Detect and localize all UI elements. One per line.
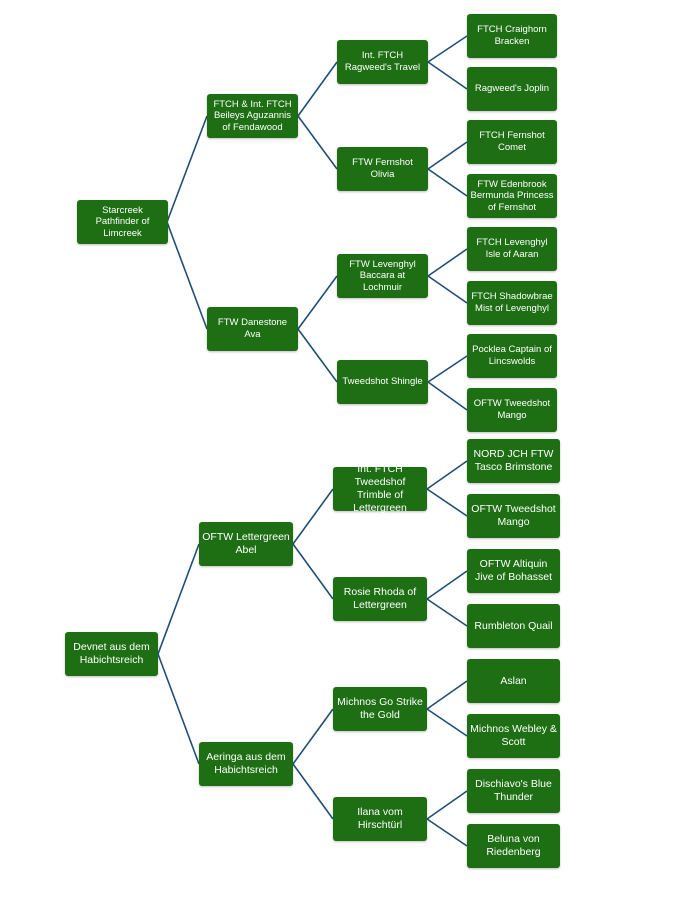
great-grandparent-node: FTCH Craighorn Bracken <box>467 14 557 58</box>
connector <box>426 598 468 627</box>
great-grandparent-node: Aslan <box>467 659 560 703</box>
sire-node-1: FTCH & Int. FTCH Beileys Aguzannis of Fe… <box>207 94 298 138</box>
dam-sire-node-2: Michnos Go Strike the Gold <box>333 687 427 731</box>
connector <box>297 115 338 170</box>
great-grandparent-node: OFTW Tweedshot Mango <box>467 388 557 432</box>
great-grandparent-node: Pocklea Captain of Lincswolds <box>467 334 557 378</box>
sire-node-2: OFTW Lettergreen Abel <box>199 522 293 566</box>
connector <box>426 708 468 737</box>
sire-sire-node-1: Int. FTCH Ragweed's Travel <box>337 40 428 84</box>
great-grandparent-node: OFTW Tweedshot Mango <box>467 494 560 538</box>
connector <box>427 141 468 170</box>
connector <box>427 248 468 277</box>
connector <box>427 35 468 63</box>
connector <box>166 115 208 223</box>
great-grandparent-node: FTCH Shadowbrae Mist of Levenghyl <box>467 281 557 325</box>
great-grandparent-node: Michnos Webley & Scott <box>467 714 560 758</box>
connector <box>426 460 468 490</box>
connector <box>297 275 338 330</box>
dam-node-1: FTW Danestone Ava <box>207 307 298 351</box>
connector <box>427 381 468 411</box>
connector <box>427 355 468 383</box>
great-grandparent-node: Ragweed's Joplin <box>467 67 557 111</box>
dam-sire-node-1: FTW Levenghyl Baccara at Lochmuir <box>337 254 428 298</box>
dam-dam-node-2: Ilana vom Hirschtürl <box>333 797 427 841</box>
dam-dam-node-1: Tweedshot Shingle <box>337 360 428 404</box>
connector <box>292 488 334 545</box>
connector <box>426 680 468 710</box>
connector <box>297 328 338 383</box>
connector <box>297 61 338 117</box>
connector <box>292 708 334 765</box>
sire-dam-node-1: FTW Fernshot Olivia <box>337 147 428 191</box>
connector <box>166 221 208 330</box>
great-grandparent-node: Rumbleton Quail <box>467 604 560 648</box>
great-grandparent-node: Beluna von Riedenberg <box>467 824 560 868</box>
connector <box>157 543 200 655</box>
great-grandparent-node: FTCH Fernshot Comet <box>467 120 557 164</box>
connector <box>426 818 468 847</box>
connector <box>426 570 468 600</box>
connector <box>292 543 334 600</box>
connector <box>427 275 468 304</box>
dam-node-2: Aeringa aus dem Habichtsreich <box>199 742 293 786</box>
great-grandparent-node: OFTW Altiquin Jive of Bohasset <box>467 549 560 593</box>
connector <box>427 61 468 90</box>
connector <box>157 653 200 765</box>
connector <box>427 168 468 197</box>
connector <box>426 790 468 820</box>
great-grandparent-node: NORD JCH FTW Tasco Brimstone <box>467 439 560 483</box>
root-node-1: Starcreek Pathfinder of Limcreek <box>77 200 168 244</box>
great-grandparent-node: Dischiavo's Blue Thunder <box>467 769 560 813</box>
sire-sire-node-2: Int. FTCH Tweedshof Trimble of Lettergre… <box>333 463 427 514</box>
connector <box>426 488 468 517</box>
sire-dam-node-2: Rosie Rhoda of Lettergreen <box>333 577 427 621</box>
great-grandparent-node: FTW Edenbrook Bermunda Princess of Ferns… <box>467 174 557 218</box>
connector <box>292 763 334 820</box>
root-node-2: Devnet aus dem Habichtsreich <box>65 632 158 676</box>
great-grandparent-node: FTCH Levenghyl Isle of Aaran <box>467 227 557 271</box>
